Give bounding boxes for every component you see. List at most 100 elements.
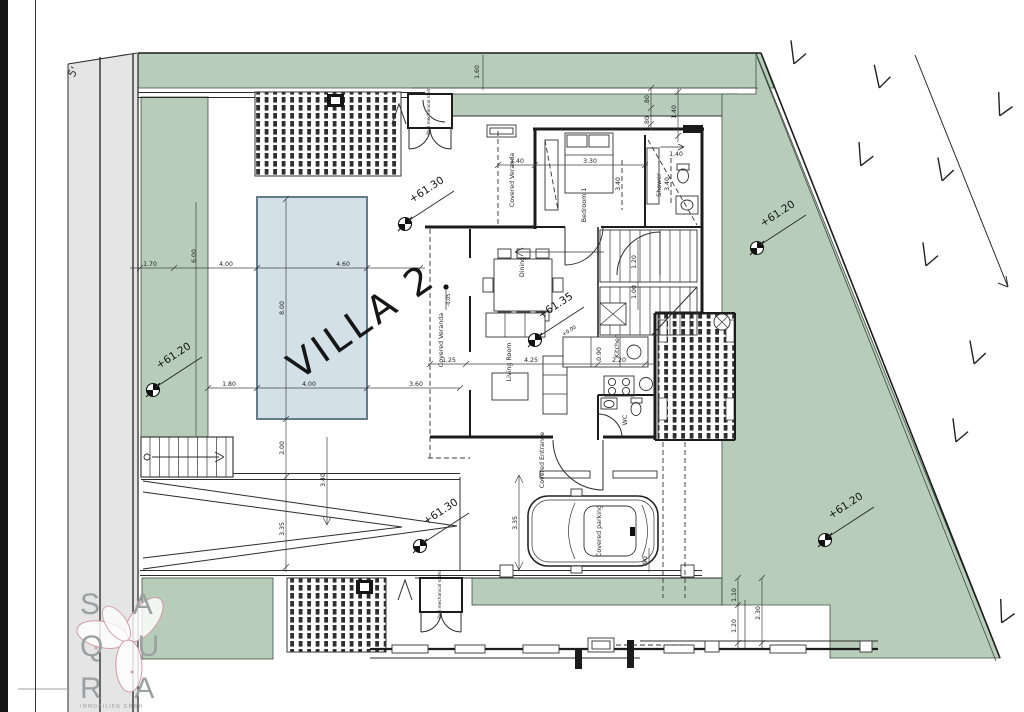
pergola-right [657,313,736,441]
swimming-pool [256,196,368,420]
benchmark-icon [749,240,765,256]
slope-arrow-icon [916,241,942,269]
landscape-green [137,52,1001,660]
dim-label: 4.00 [302,381,316,388]
dim-label: 3.40 [664,177,671,191]
wardrobe [544,139,559,211]
sink [675,195,699,215]
kitchen-sink [626,344,642,360]
dining-area: Dining [482,248,564,322]
planter [486,124,517,138]
room-label-wc: WC [622,414,629,425]
spot-level-dot [443,284,449,290]
column [499,564,514,578]
dim-label: 3.30 [583,158,597,165]
slope-arrow-icon [851,141,877,170]
room-label-veranda-left: Covered Veranda [438,313,445,367]
elevation-label: +61.30 [407,174,446,205]
door-arc [597,413,623,439]
spot-level-zero: +0.00 [561,324,577,337]
stairs [514,229,698,336]
room-label-pool-mech-bottom: Pool mechanical room [437,571,443,618]
door-arc [616,231,661,276]
sink [600,397,618,410]
logo-text-row2: Q U [80,630,172,663]
room-label-veranda-top: Covered Veranda [509,153,516,207]
slope-arrow-icon [990,91,1017,120]
dim-label: 0.90 [596,347,603,361]
benchmark-icon [412,538,428,554]
slope-arrow-icon [964,339,989,367]
dim-label: 2.00 [279,441,286,455]
ramp [140,473,702,576]
slope-arrow-icon [946,417,972,445]
room-label-parking: Covered parking [596,505,603,557]
room-label-pool-mech-top: Pool mechanical room [426,87,432,134]
fridge [639,377,653,391]
pool-mech-room-bottom: Pool mechanical room [397,571,463,633]
dim-label: 1.60 [474,65,481,79]
dim-label: 1.70 [143,261,157,268]
room-label-living: Living Room [506,343,513,382]
dim-label: 1.40 [510,158,524,165]
dim-label: .80 [644,95,651,105]
slope-arrow-icon [932,156,957,184]
closet [646,147,660,205]
door-arc [552,439,604,491]
dim-label: 3.35 [512,516,519,530]
dim-label: 1.20 [631,255,638,269]
road [67,52,138,712]
wc: WC [597,397,643,439]
dim-label: 3.40 [320,473,327,487]
room-label-kitchen: Kitchen [614,334,621,358]
shower-room: Shower [656,163,699,215]
benchmark-icon [527,332,543,348]
dim-label: 4.25 [524,357,538,364]
benchmark-icon [145,382,161,398]
dim-label: 3.35 [279,522,286,536]
coffee-table [491,372,529,401]
column [680,564,695,578]
slope-arrow-icon [992,598,1019,627]
room-label-dining: Dining [519,257,526,277]
dim-label: 8.00 [279,301,286,315]
dim-label: 3.40 [615,177,622,191]
dim-label: 4.00 [219,261,233,268]
dim-label: 1.10 [731,588,738,602]
kitchen-island [562,336,649,368]
stove [603,375,635,397]
dim-label: 2.30 [755,606,762,620]
roof-symbol-icon [397,578,413,601]
toilet [677,168,689,184]
dim-label: 1.00 [631,285,638,299]
slope-arrow-icon [784,39,810,67]
dim-label: 1.40 [671,105,678,119]
dim-label: 1.25 [442,357,456,364]
door-arc [564,226,604,266]
dim-label: 6.00 [191,249,198,263]
page-frame [0,0,36,712]
room-label-bedroom: Bedroom 1 [581,188,588,223]
pergola-bottom [286,577,387,653]
benchmark-icon [397,216,413,232]
door-arc [422,99,446,123]
dining-table [493,258,553,312]
bedroom: Bedroom 1 [544,132,661,276]
lower-building [370,600,878,669]
dim-label: .80 [644,116,651,126]
slope-arrow-icon [869,64,893,91]
logo-text-row3: R A [80,672,167,705]
dim-label: 3.60 [409,381,423,388]
spot-level-minus: -0.05 [446,294,452,307]
logo-flower-icon [76,597,164,693]
benchmark-icon [817,532,833,548]
dim-label: 4.60 [336,261,350,268]
dim-label: 1.20 [731,619,738,633]
kitchen: Kitchen [562,334,653,397]
pergola-top [254,91,402,177]
dimension-annotations: 1.70 4.00 4.60 6.00 8.00 2.00 3.35 3.40 … [130,55,766,648]
toilet [630,402,642,416]
dim-label: 1.80 [222,381,236,388]
